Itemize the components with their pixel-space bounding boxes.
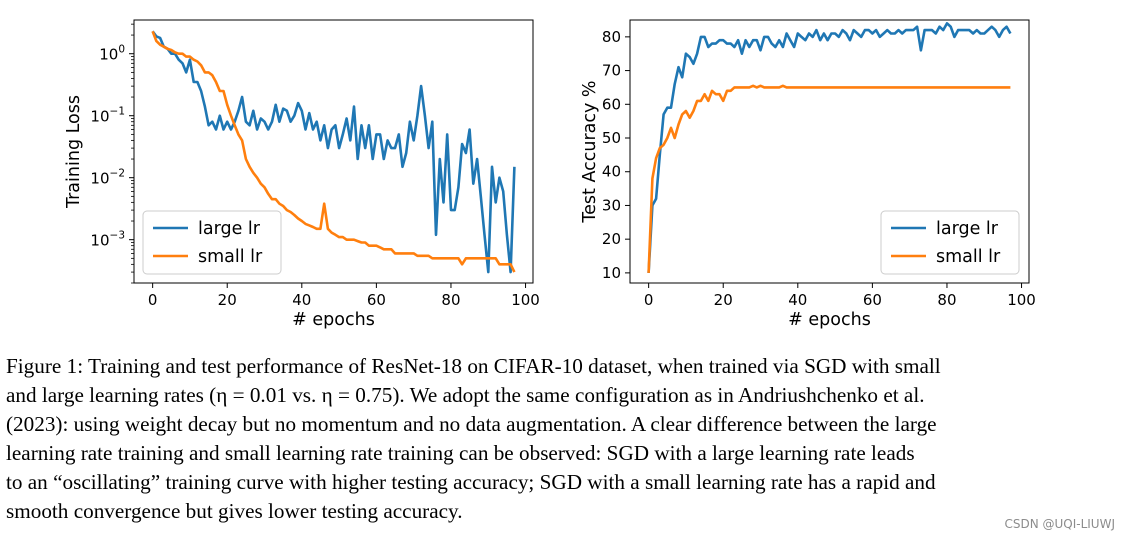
x-tick-label: 40: [292, 291, 311, 309]
y-tick-label: 10−3: [90, 230, 125, 250]
watermark: CSDN @UQI-LIUWJ: [1004, 517, 1115, 531]
y-tick-base: 10: [90, 170, 109, 188]
y-tick-exponent: −2: [110, 168, 125, 180]
y-axis-label: Test Accuracy %: [580, 80, 600, 223]
series-line-large-lr: [647, 22, 1012, 273]
y-tick-label: 70: [602, 62, 621, 80]
x-axis-label: # epochs: [292, 310, 375, 330]
legend-label: large lr: [936, 219, 999, 239]
legend-label: small lr: [936, 247, 1001, 267]
caption-line: to an “oscillating” training curve with …: [6, 470, 936, 494]
caption-line: (2023): using weight decay but no moment…: [6, 412, 937, 436]
y-axis-label: Training Loss: [64, 95, 84, 209]
caption-line: smooth convergence but gives lower testi…: [6, 499, 463, 523]
y-tick-base: 10: [99, 46, 118, 64]
x-tick-label: 0: [644, 291, 654, 309]
x-tick-label: 20: [218, 291, 237, 309]
series-line-small-lr: [647, 84, 1011, 273]
y-tick-label: 10−2: [90, 168, 125, 188]
y-tick-label: 10: [602, 264, 621, 282]
y-tick-label: 30: [602, 196, 621, 214]
y-tick-base: 10: [90, 108, 109, 126]
series-line-large-lr: [151, 30, 516, 274]
x-axis-label: # epochs: [788, 310, 871, 330]
series-line-small-lr: [151, 30, 516, 273]
y-tick-exponent: −3: [110, 230, 125, 242]
x-tick-label: 60: [367, 291, 386, 309]
legend-label: large lr: [198, 219, 261, 239]
y-tick-label: 10−1: [90, 106, 125, 126]
caption-line: learning rate training and small learnin…: [6, 441, 915, 465]
x-tick-label: 40: [788, 291, 807, 309]
caption-line: Figure 1: Training and test performance …: [6, 354, 941, 378]
legend-label: small lr: [198, 247, 263, 267]
plot-frame: [133, 19, 534, 284]
y-tick-label: 20: [602, 230, 621, 248]
x-tick-label: 80: [937, 291, 956, 309]
y-tick-label: 100: [99, 44, 125, 64]
plot-frame: [629, 19, 1030, 284]
x-tick-label: 60: [863, 291, 882, 309]
y-tick-exponent: −1: [110, 106, 125, 118]
y-tick-label: 40: [602, 163, 621, 181]
y-tick-label: 80: [602, 28, 621, 46]
x-tick-label: 20: [714, 291, 733, 309]
y-tick-label: 50: [602, 129, 621, 147]
y-tick-base: 10: [90, 232, 109, 250]
x-tick-label: 100: [1007, 291, 1036, 309]
caption-line: and large learning rates (η = 0.01 vs. η…: [6, 383, 925, 407]
y-tick-label: 60: [602, 95, 621, 113]
x-tick-label: 100: [511, 291, 540, 309]
test-accuracy-chart: 0 20 40 60 80 100 10 20 30 40 50 60 70 80 # epochs Test…: [580, 19, 1036, 330]
x-tick-label: 80: [441, 291, 460, 309]
y-tick-exponent: 0: [118, 44, 125, 56]
figure-caption: Figure 1: Training and test performance …: [6, 352, 1106, 526]
x-tick-label: 0: [148, 291, 158, 309]
